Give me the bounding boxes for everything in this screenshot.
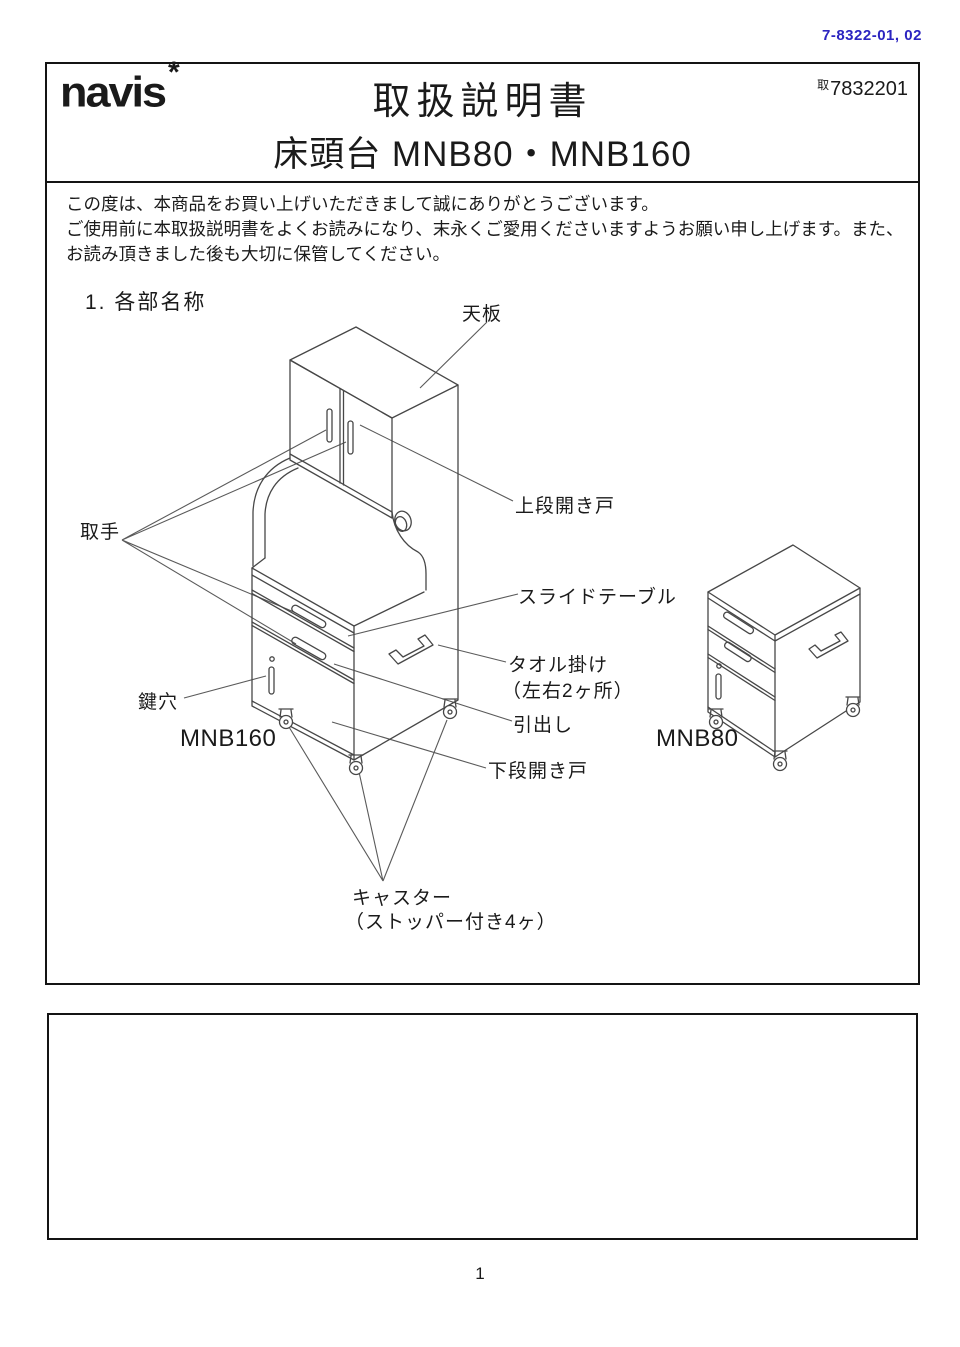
notes-box (47, 1013, 918, 1240)
greeting-text: この度は、本商品をお買い上げいただきまして誠にありがとうございます。 ご使用前に… (66, 192, 906, 267)
greeting-line-3: お読み頂きました後も大切に保管してください。 (66, 244, 450, 264)
label-lower-door: 下段開き戸 (488, 761, 589, 782)
label-model-mnb80: MNB80 (656, 725, 739, 752)
doc-code: 7-8322-01, 02 (822, 27, 922, 44)
brand-logo-asterisk: * (168, 56, 180, 89)
label-towel-rack-note: （左右2ヶ所） (502, 681, 634, 702)
label-keyhole: 鍵穴 (138, 692, 179, 713)
label-model-mnb160: MNB160 (180, 725, 277, 752)
header-divider (45, 181, 920, 183)
page-number: 1 (475, 1264, 485, 1283)
manual-title: 取扱説明書 (372, 81, 593, 123)
product-code-number: 7832201 (830, 78, 908, 100)
label-caster: キャスター (352, 888, 453, 909)
label-caster-note: （ストッパー付き4ヶ） (345, 912, 557, 933)
label-drawer: 引出し (513, 715, 574, 736)
product-code-prefix: 取 (817, 78, 830, 92)
product-subtitle: 床頭台 MNB80・MNB160 (273, 135, 692, 174)
product-code: 取7832201 (760, 76, 908, 101)
label-top-board: 天板 (462, 304, 503, 325)
label-slide-table: スライドテーブル (518, 587, 677, 608)
brand-logo: navis (60, 67, 167, 116)
label-upper-door: 上段開き戸 (515, 496, 616, 517)
section-heading: 1. 各部名称 (85, 291, 207, 314)
main-box (45, 62, 920, 985)
greeting-line-2: ご使用前に本取扱説明書をよくお読みになり、末永くご愛用くださいますようお願い申し… (66, 219, 904, 239)
greeting-line-1: この度は、本商品をお買い上げいただきまして誠にありがとうございます。 (66, 194, 659, 214)
label-towel-rack: タオル掛け (508, 655, 609, 676)
label-handle: 取手 (80, 522, 121, 543)
